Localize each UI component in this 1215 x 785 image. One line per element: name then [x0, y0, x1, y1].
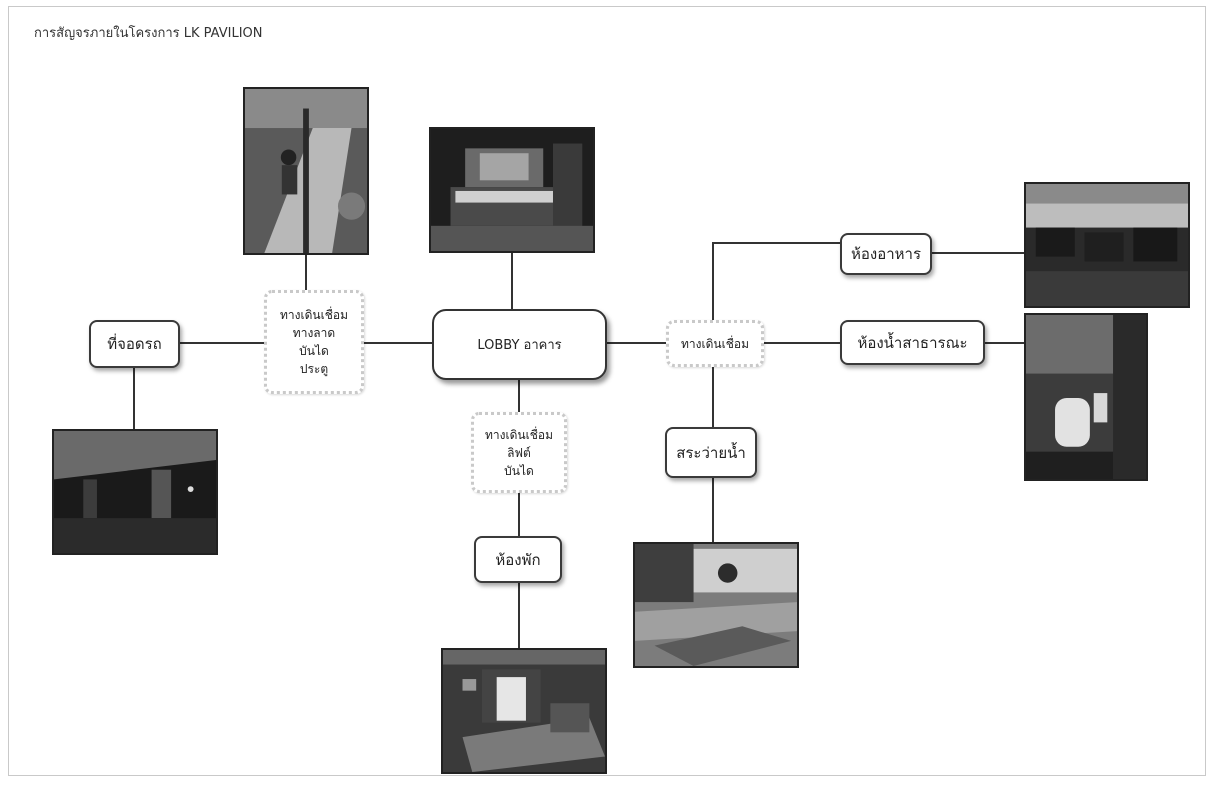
room-photo: [441, 648, 607, 774]
diagram-frame: [8, 6, 1206, 776]
parking-node: ที่จอดรถ: [89, 320, 180, 368]
right-connector-node: ทางเดินเชื่อม: [666, 320, 764, 367]
pool-photo: [633, 542, 799, 668]
restaurant-photo: [1024, 182, 1190, 308]
restaurant-node: ห้องอาหาร: [840, 233, 932, 275]
parking-photo: [52, 429, 218, 555]
lobby-node: LOBBY อาคาร: [432, 309, 607, 380]
restroom-photo: [1024, 313, 1148, 481]
bottom-connector-node: ทางเดินเชื่อม ลิฟต์ บันได: [471, 412, 567, 493]
lobby-photo: [429, 127, 595, 253]
ramp-photo: [243, 87, 369, 255]
page-title: การสัญจรภายในโครงการ LK PAVILION: [34, 26, 263, 41]
room-node: ห้องพัก: [474, 536, 562, 583]
restroom-node: ห้องน้ำสาธารณะ: [840, 320, 985, 365]
pool-node: สระว่ายน้ำ: [665, 427, 757, 478]
left-connector-node: ทางเดินเชื่อม ทางลาด บันได ประตู: [264, 290, 364, 394]
